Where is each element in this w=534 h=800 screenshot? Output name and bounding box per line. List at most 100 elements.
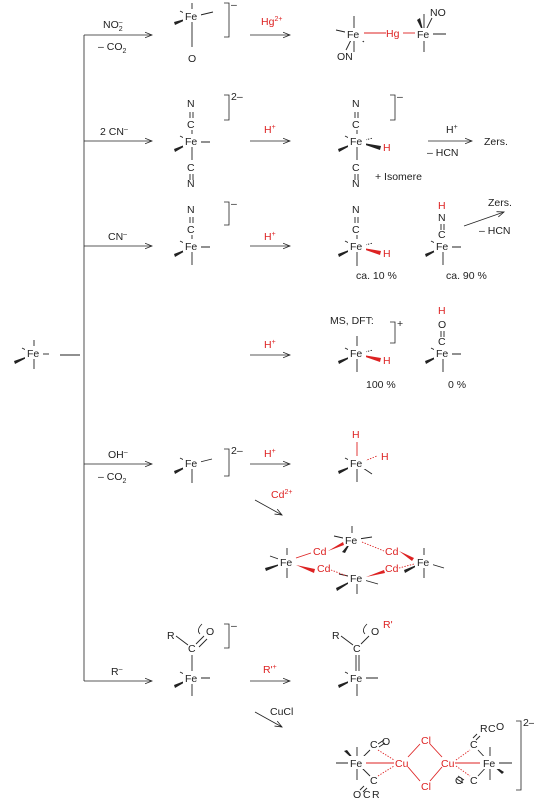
- svg-text:H: H: [383, 142, 391, 154]
- annotation-ca90: ca. 90 %: [446, 270, 487, 282]
- svg-text:– HCN: – HCN: [479, 225, 511, 237]
- reagent-h-row2: H+: [264, 124, 276, 136]
- svg-text:2–: 2–: [231, 91, 243, 103]
- svg-text:C: C: [352, 224, 360, 236]
- svg-text:R: R: [332, 630, 340, 642]
- svg-text:R: R: [167, 630, 175, 642]
- svg-text:O: O: [188, 53, 196, 65]
- svg-text:N: N: [438, 212, 446, 224]
- svg-text:O: O: [371, 626, 379, 638]
- svg-text:Cd: Cd: [385, 546, 399, 558]
- svg-text:– CO2: – CO2: [98, 41, 127, 55]
- svg-text:O: O: [353, 789, 361, 800]
- svg-text:Fe: Fe: [350, 573, 362, 585]
- svg-text:Cd: Cd: [317, 563, 331, 575]
- svg-text:2–: 2–: [231, 445, 243, 457]
- product-cadmium-cluster: Fe Fe Fe Fe Cd Cd Cd Cd: [265, 526, 445, 594]
- svg-text:–: –: [397, 91, 403, 103]
- svg-text:C: C: [470, 775, 478, 787]
- svg-text:C: C: [352, 119, 360, 131]
- svg-text:Fe: Fe: [350, 241, 362, 253]
- svg-text:–: –: [231, 198, 237, 210]
- svg-text:Cu: Cu: [395, 758, 409, 770]
- branch-label-two-cn: 2 CN–: [100, 126, 128, 138]
- svg-text:N: N: [187, 178, 195, 190]
- svg-text:Zers.: Zers.: [488, 197, 512, 209]
- reagent-h-row3: H+: [264, 231, 276, 243]
- product-dihydride: H Fe H: [338, 429, 389, 482]
- svg-text:N: N: [352, 178, 360, 190]
- svg-text:N: N: [352, 204, 360, 216]
- intermediate-nitrosyl-complex: Fe O –: [174, 0, 237, 65]
- svg-text:O: O: [382, 736, 390, 748]
- annotation-p0: 0 %: [448, 379, 466, 391]
- intermediate-acyl-complex: R C O Fe –: [167, 620, 237, 696]
- svg-text:N: N: [187, 98, 195, 110]
- annotation-isomere: + Isomere: [375, 171, 422, 183]
- branch-label-r: R–: [111, 666, 123, 678]
- svg-text:O: O: [206, 626, 214, 638]
- decomposition-row2: H+ – HCN Zers.: [427, 124, 508, 159]
- starting-iron-complex: Fe: [14, 340, 80, 369]
- annotation-ca10: ca. 10 %: [356, 270, 397, 282]
- svg-text:Zers.: Zers.: [484, 136, 508, 148]
- product-formyl-complex: H O C Fe: [425, 305, 461, 372]
- product-carbene-complex: R C O R' Fe: [332, 619, 393, 696]
- svg-text:C: C: [438, 229, 446, 241]
- svg-text:ON: ON: [337, 51, 353, 63]
- reagent-rplus: R'+: [263, 664, 277, 676]
- svg-text:O: O: [438, 319, 446, 331]
- svg-text:N: N: [352, 98, 360, 110]
- svg-text:Fe: Fe: [350, 348, 362, 360]
- svg-text:C: C: [488, 723, 496, 735]
- svg-text:Fe: Fe: [417, 557, 429, 569]
- svg-text:Hg: Hg: [386, 28, 400, 40]
- svg-text:H: H: [383, 355, 391, 367]
- svg-text:Fe: Fe: [185, 458, 197, 470]
- svg-text:H: H: [438, 200, 446, 212]
- product-hydride-cyanide: N C Fe H: [338, 204, 391, 266]
- svg-text:–: –: [231, 620, 237, 632]
- svg-text:Cd: Cd: [313, 546, 327, 558]
- svg-text:N: N: [187, 204, 195, 216]
- svg-text:H: H: [383, 248, 391, 260]
- arrow-cucl: [254, 711, 282, 727]
- svg-text:C: C: [187, 224, 195, 236]
- svg-text:C: C: [363, 789, 371, 800]
- svg-text:C: C: [187, 162, 195, 174]
- branch-label-no2: NO2– – CO2: [98, 19, 127, 55]
- svg-text:H: H: [352, 429, 360, 441]
- svg-text:– HCN: – HCN: [427, 147, 459, 159]
- svg-text:Fe: Fe: [185, 136, 197, 148]
- svg-text:Fe: Fe: [280, 557, 292, 569]
- svg-text:R': R': [383, 619, 393, 631]
- svg-text:C: C: [370, 739, 378, 751]
- svg-text:R: R: [372, 789, 380, 800]
- svg-text:NO2–: NO2–: [103, 19, 123, 33]
- svg-text:Fe: Fe: [185, 673, 197, 685]
- svg-text:C: C: [438, 336, 446, 348]
- svg-text:Fe: Fe: [417, 29, 429, 41]
- svg-text:Fe: Fe: [185, 241, 197, 253]
- svg-text:Fe: Fe: [483, 758, 495, 770]
- svg-text:Fe: Fe: [345, 535, 357, 547]
- svg-text:Cl: Cl: [421, 781, 431, 793]
- product-isocyanide-complex: H N C Fe: [425, 200, 461, 265]
- reagent-cd: Cd2+: [271, 489, 292, 501]
- svg-text:O: O: [455, 775, 463, 787]
- svg-text:2–: 2–: [523, 717, 534, 729]
- svg-text:C: C: [187, 119, 195, 131]
- svg-text:C: C: [470, 739, 478, 751]
- svg-text:C: C: [188, 643, 196, 655]
- svg-text:Fe: Fe: [185, 11, 197, 23]
- svg-text:H+: H+: [446, 124, 458, 136]
- decomposition-row3: Zers. – HCN: [463, 197, 512, 237]
- atom-fe: Fe: [27, 348, 39, 360]
- svg-text:C: C: [352, 162, 360, 174]
- product-hg-bridged-complex: Fe Hg Fe NO ON: [335, 7, 446, 63]
- product-neutral-hydride-cation: Fe H +: [338, 318, 403, 372]
- svg-text:Cl: Cl: [421, 735, 431, 747]
- svg-text:OH–: OH–: [108, 449, 128, 461]
- svg-text:C: C: [353, 643, 361, 655]
